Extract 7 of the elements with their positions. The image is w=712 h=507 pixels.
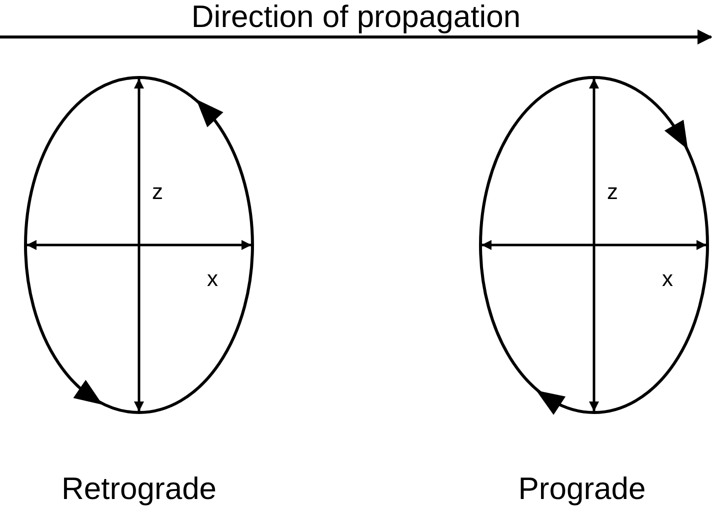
axis-label: x xyxy=(662,267,673,291)
title: Direction of propagation xyxy=(190,0,522,34)
motion-caption: Prograde xyxy=(517,472,647,506)
axis-label: z xyxy=(607,180,618,204)
axis-label: x xyxy=(207,267,218,291)
axis-label: z xyxy=(152,180,163,204)
motion-caption: Retrograde xyxy=(60,472,218,506)
